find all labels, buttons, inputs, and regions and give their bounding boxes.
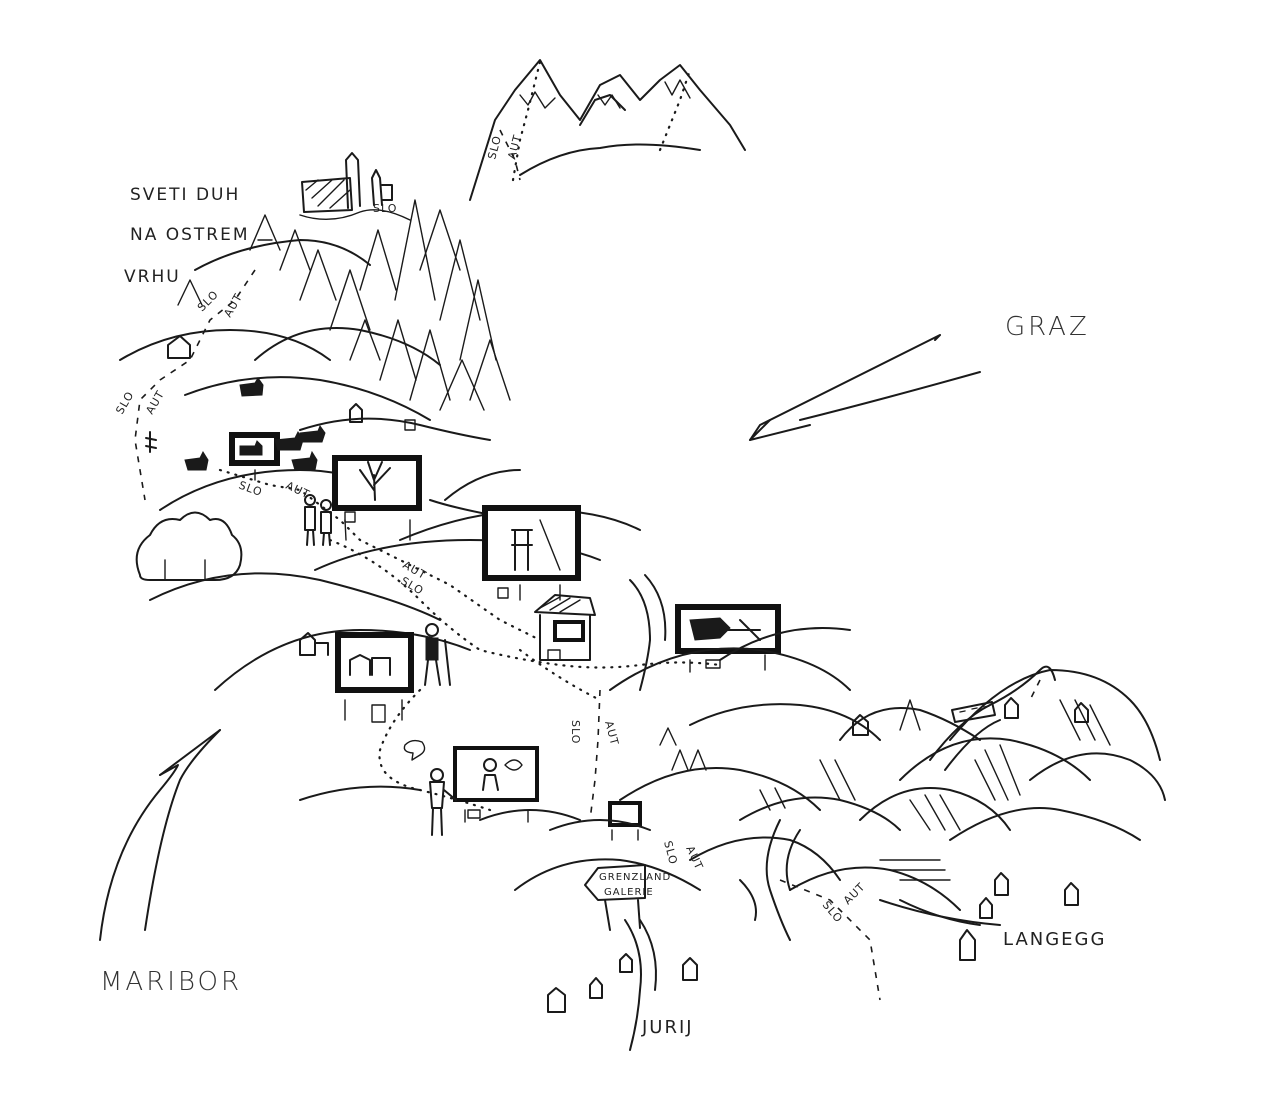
border-marker-slo: SLO xyxy=(485,134,504,161)
billboard-village xyxy=(335,632,414,721)
village-label-line1: SVETI DUH xyxy=(130,185,240,205)
city-label-graz: GRAZ xyxy=(1005,312,1090,342)
city-label-maribor: MARIBOR xyxy=(100,967,242,997)
border-marker-slo: SLO xyxy=(661,839,680,866)
hut-with-billboard xyxy=(534,594,596,661)
billboard-tree xyxy=(332,455,422,541)
hiking-trail xyxy=(328,538,722,812)
village-label-line2: NA OSTREM xyxy=(130,225,250,245)
town-label-jurij: JURIJ xyxy=(641,1017,694,1038)
signpost-grenzland-galerie: GRENZLAND GALERIE xyxy=(584,864,671,931)
village-label: SVETI DUH NA OSTREM VRHU xyxy=(124,185,250,287)
border-marker-aut: AUT xyxy=(505,133,524,161)
deciduous-trees xyxy=(135,511,243,581)
arrow-to-graz xyxy=(749,334,981,441)
signpost-line1: GRENZLAND xyxy=(599,872,671,883)
signpost-line2: GALERIE xyxy=(604,887,654,898)
border-marker-aut: AUT xyxy=(841,880,868,907)
border-marker-slo: SLO xyxy=(113,389,136,417)
border-marker-slo: SLO xyxy=(820,899,846,926)
border-marker-aut: AUT xyxy=(221,291,245,319)
village-label-line3: VRHU xyxy=(124,267,181,287)
border-marker-slo: SLO xyxy=(569,720,582,744)
border-marker-aut: AUT xyxy=(284,479,312,501)
billboard-animals xyxy=(229,432,280,481)
roads xyxy=(624,574,1056,1051)
border-marker-slo: SLO xyxy=(195,288,221,314)
church: SLO xyxy=(299,152,411,221)
billboard-portrait xyxy=(453,746,539,823)
town-label-langegg: LANGEGG xyxy=(1003,929,1106,950)
hikers xyxy=(304,494,457,836)
mountain-range xyxy=(469,59,746,201)
goats xyxy=(145,377,326,471)
houses xyxy=(167,335,1089,1013)
border-marker-aut: AUT xyxy=(143,388,167,416)
arrow-to-maribor xyxy=(99,729,221,941)
billboard-tower xyxy=(482,505,581,601)
billboard-tractor xyxy=(675,604,781,673)
forest xyxy=(177,199,511,411)
info-signs xyxy=(344,419,721,819)
border-marker-aut: AUT xyxy=(602,719,621,747)
hills-right xyxy=(299,627,1166,926)
border-marker-slo: SLO xyxy=(373,202,397,215)
small-billboard xyxy=(608,801,642,841)
